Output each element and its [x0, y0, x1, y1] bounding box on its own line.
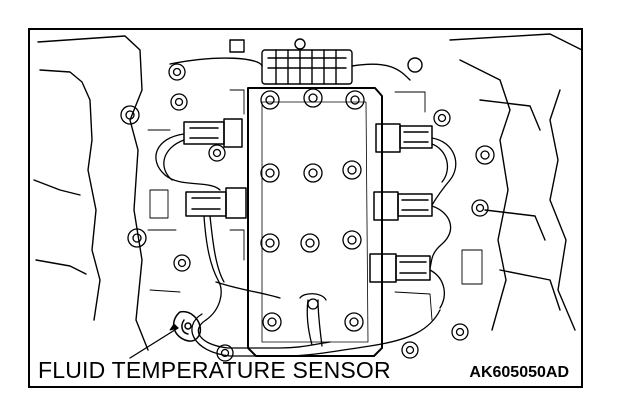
fluid-temperature-sensor: [173, 310, 202, 342]
figure-code: AK605050AD: [469, 364, 569, 381]
figure-caption: FLUID TEMPERATURE SENSOR: [38, 357, 391, 383]
right-solenoid-connectors: [369, 123, 433, 283]
illustration-frame: FLUID TEMPERATURE SENSOR AK605050AD: [28, 28, 583, 388]
valve-body-details: [147, 89, 483, 321]
upper-connector-strip: [169, 38, 423, 85]
transmission-case-outline: [33, 33, 581, 351]
valve-body-cover: [247, 87, 383, 357]
left-solenoid-connectors: [183, 118, 247, 219]
wiring-harness: [155, 133, 457, 357]
sensor-leader-line: [129, 327, 179, 359]
cover-bolts: [260, 88, 365, 332]
valve-body-illustration: [33, 33, 581, 362]
case-bolts: [120, 63, 495, 362]
